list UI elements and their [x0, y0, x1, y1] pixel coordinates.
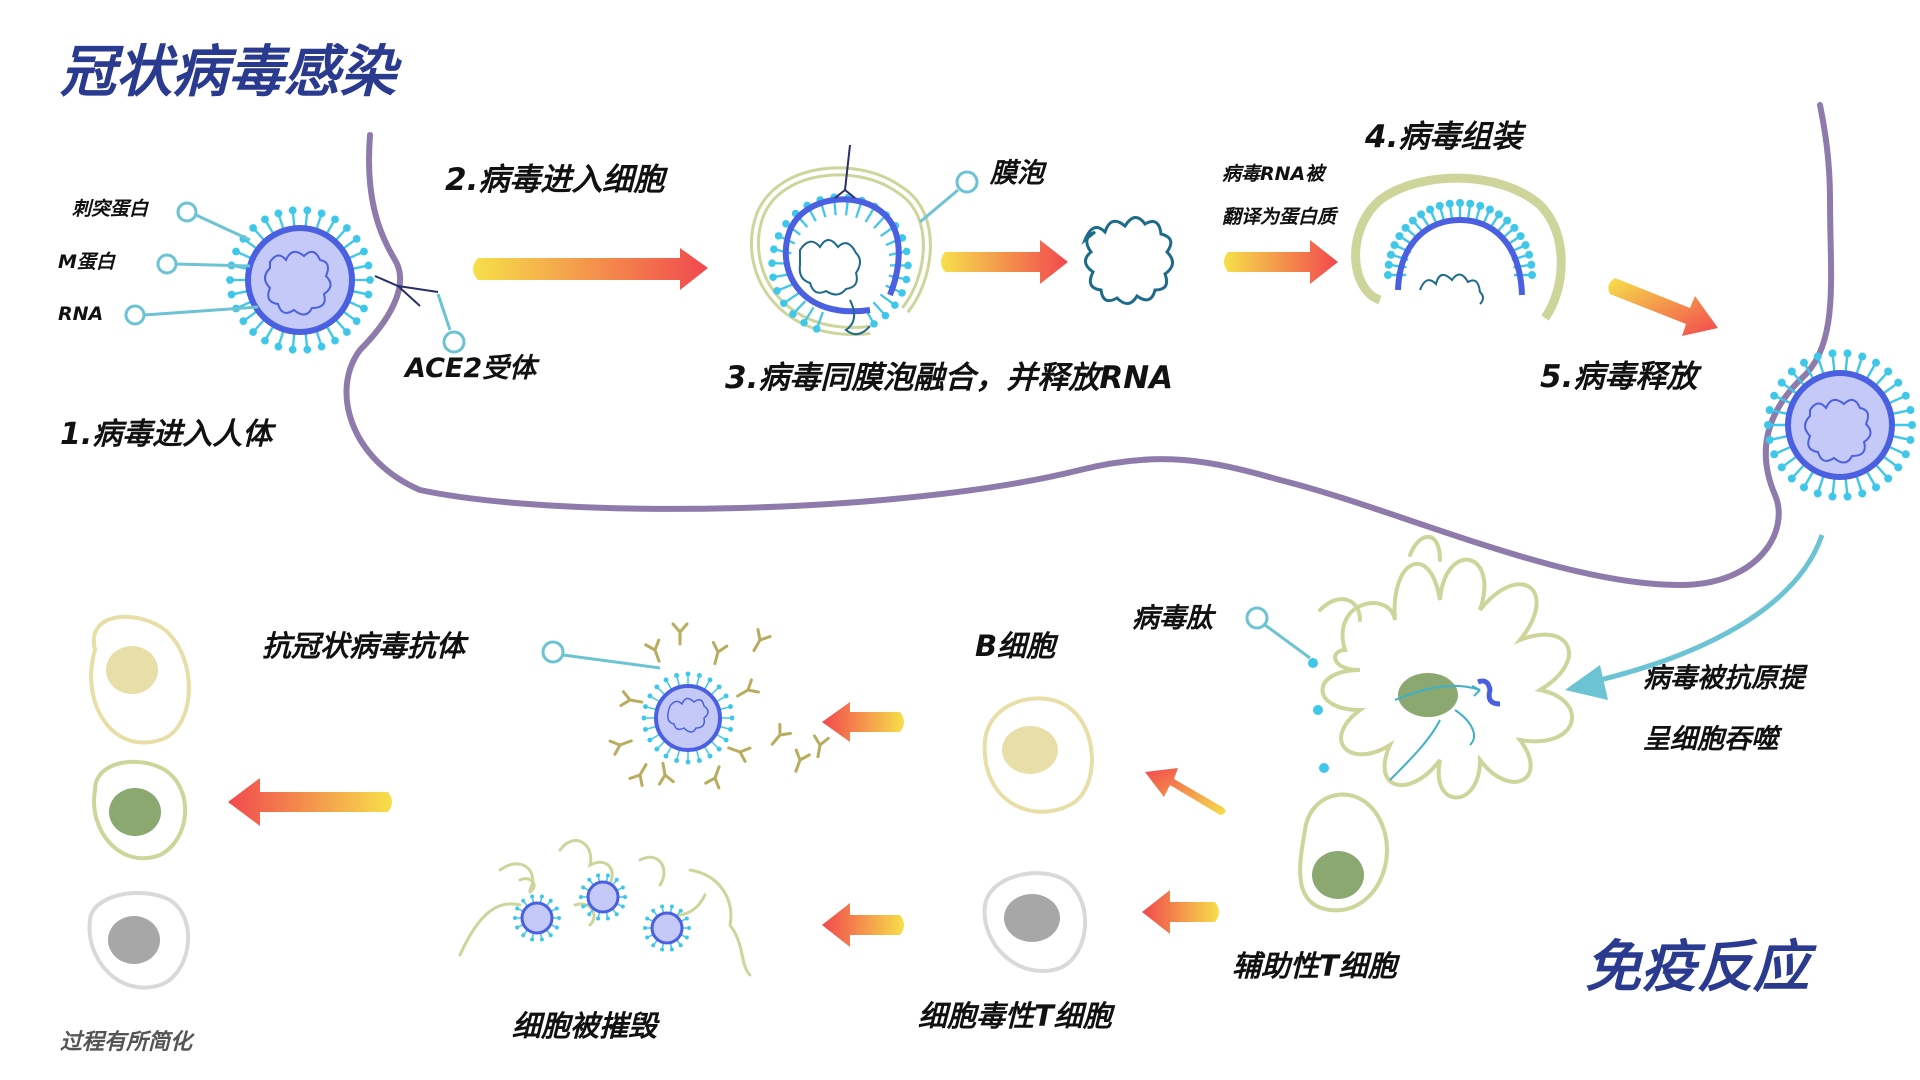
title-infection: 冠状病毒感染	[60, 40, 396, 105]
arrow-step5	[1608, 278, 1718, 336]
arrow-step3	[941, 240, 1068, 284]
label-helper-t: 辅助性T细胞	[1232, 949, 1397, 983]
arrow-step2	[473, 248, 708, 290]
ace2-receptor	[374, 275, 439, 307]
destroyed-cell	[458, 839, 752, 977]
label-step5: 5.病毒释放	[1540, 359, 1698, 395]
callout-antibody	[541, 640, 661, 670]
helper-t-cell	[1298, 792, 1389, 913]
arrow-b-to-antibody	[822, 702, 904, 742]
label-apc-1: 病毒被抗原提	[1643, 663, 1805, 694]
released-rna	[1081, 216, 1174, 305]
label-step1: 1.病毒进入人体	[60, 417, 273, 452]
arrow-step4	[1224, 240, 1338, 284]
label-m-protein: M蛋白	[58, 251, 115, 273]
label-rna: RNA	[58, 303, 104, 325]
memory-cytotoxic-t-cell	[87, 891, 191, 990]
label-step2: 2.病毒进入细胞	[445, 162, 665, 198]
label-apc-2: 呈细胞吞噬	[1643, 724, 1778, 755]
callouts-virus	[124, 201, 466, 354]
arrow-helper-to-b	[1145, 768, 1226, 815]
label-cytotoxic-t: 细胞毒性T细胞	[918, 999, 1112, 1033]
callout-vesicle	[919, 170, 979, 224]
label-vesicle: 膜泡	[990, 158, 1044, 189]
arrow-to-memory-cells	[228, 778, 392, 826]
footnote: 过程有所简化	[60, 1030, 193, 1055]
label-peptide: 病毒肽	[1132, 603, 1213, 634]
label-ace2: ACE2受体	[405, 353, 537, 384]
b-cell	[982, 696, 1094, 814]
callout-peptide	[1245, 606, 1311, 660]
label-step4: 4.病毒组装	[1365, 119, 1523, 155]
antigen-presenting-cell	[1318, 534, 1574, 800]
label-antibody: 抗冠状病毒抗体	[262, 629, 466, 663]
label-destroyed: 细胞被摧毁	[512, 1009, 658, 1043]
arrow-helper-to-cytotoxic	[1142, 890, 1219, 934]
label-b-cell: B细胞	[975, 629, 1056, 663]
destroyed-cell-viruses	[513, 873, 691, 952]
arrow-cytotoxic-to-destroyed	[822, 903, 904, 947]
label-translation-2: 翻译为蛋白质	[1222, 206, 1337, 228]
virus-neutralized	[641, 671, 735, 765]
virus-entry	[226, 206, 374, 354]
apc-nucleus	[1308, 658, 1501, 817]
title-immune: 免疫反应	[1585, 935, 1809, 1000]
label-translation-1: 病毒RNA被	[1222, 163, 1325, 185]
assembly-vesicle	[1351, 173, 1566, 321]
cytotoxic-t-cell	[982, 871, 1087, 973]
virus-released	[1764, 349, 1916, 501]
antibodies	[608, 622, 830, 790]
arrow-to-apc	[1565, 534, 1825, 700]
label-spike-protein: 刺突蛋白	[72, 198, 149, 220]
memory-b-cell	[89, 614, 191, 745]
memory-helper-t-cell	[92, 759, 188, 861]
vesicle-with-virus	[750, 144, 932, 336]
label-step3: 3.病毒同膜泡融合，并释放RNA	[725, 360, 1174, 396]
